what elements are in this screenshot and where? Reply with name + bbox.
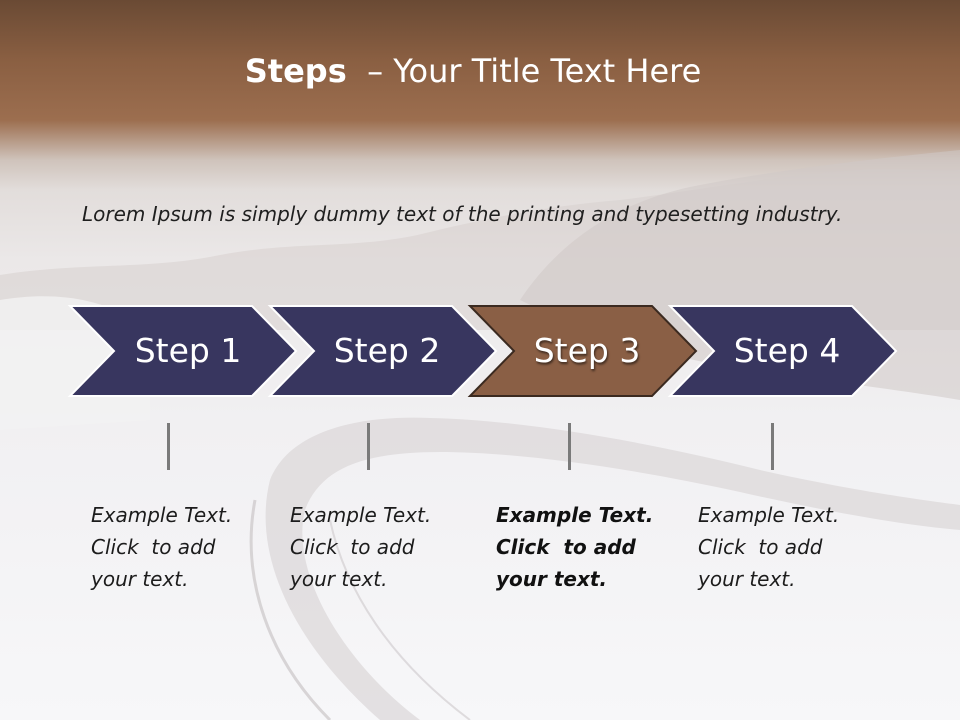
step-2-arrow[interactable] [267, 305, 498, 397]
step-1-note-line-3: your text. [91, 567, 189, 591]
step-3-label: Step 3 [533, 331, 641, 370]
step-3-note-line-1: Example Text. [496, 503, 654, 527]
step-4-label: Step 4 [733, 331, 841, 370]
slide-title: Steps – Your Title Text Here [0, 52, 946, 90]
step-3-note-line-3: your text. [496, 567, 608, 591]
step-3-note-line-2: Click to add [496, 535, 636, 559]
step-1-arrow[interactable] [67, 305, 298, 397]
step-4-connector [771, 423, 774, 470]
title-rest: – Your Title Text Here [367, 52, 702, 90]
step-1-note-line-2: Click to add [91, 535, 216, 559]
step-1-note[interactable]: Example Text. Click to add your text. [91, 499, 261, 595]
step-4-note[interactable]: Example Text. Click to add your text. [698, 499, 868, 595]
step-1-connector [167, 423, 170, 470]
step-2-label: Step 2 [333, 331, 441, 370]
step-4-note-line-2: Click to add [698, 535, 823, 559]
intro-text: Lorem Ipsum is simply dummy text of the … [82, 202, 843, 226]
title-bold: Steps [244, 52, 347, 90]
step-2-note-line-2: Click to add [290, 535, 415, 559]
step-4-arrow[interactable] [667, 305, 898, 397]
step-4-note-line-1: Example Text. [698, 503, 840, 527]
step-2-note-line-3: your text. [290, 567, 388, 591]
step-3-connector [568, 423, 571, 470]
step-3-arrow[interactable] [467, 305, 698, 397]
step-1-label: Step 1 [134, 331, 242, 370]
step-2-connector [367, 423, 370, 470]
step-1-note-line-1: Example Text. [91, 503, 233, 527]
step-4-note-line-3: your text. [698, 567, 796, 591]
step-2-note-line-1: Example Text. [290, 503, 432, 527]
step-2-note[interactable]: Example Text. Click to add your text. [290, 499, 460, 595]
step-3-note[interactable]: Example Text. Click to add your text. [496, 499, 666, 595]
